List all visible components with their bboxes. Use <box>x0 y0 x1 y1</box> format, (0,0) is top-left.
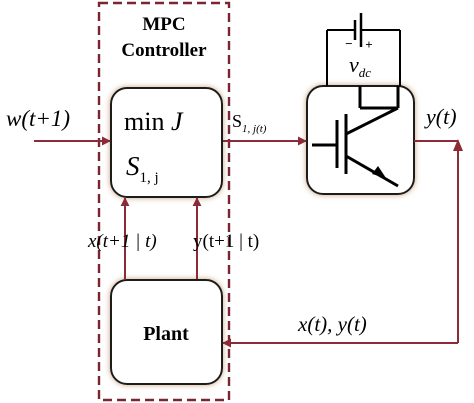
plant-label: Plant <box>143 323 189 345</box>
dc-minus-sign: − <box>345 36 352 51</box>
feedback-signal-label: x(t), y(t) <box>297 312 367 336</box>
dc-source-icon <box>326 13 401 86</box>
reference-signal-label: w(t+1) <box>6 106 70 131</box>
switch-signal-label: S1, j(t) <box>232 111 267 135</box>
optimizer-box <box>110 87 223 198</box>
controller-title-line1: MPC <box>142 14 185 35</box>
output-signal-label: y(t) <box>424 104 457 129</box>
dc-plus-sign: + <box>365 37 372 52</box>
igbt-transistor-icon <box>312 86 400 188</box>
switching-state-label: S1, j <box>126 151 159 186</box>
plant-box <box>110 279 223 385</box>
controller-title-line2: Controller <box>121 40 207 61</box>
dc-voltage-label: vdc <box>349 52 371 80</box>
output-junction-arrow-icon <box>453 139 463 151</box>
mpc-controller-region <box>97 1 231 402</box>
predicted-output-label: y(t+1 | t) <box>193 231 259 252</box>
predicted-state-label: x(t+1 | t) <box>87 231 157 252</box>
emitter-arrow-icon <box>372 166 386 178</box>
cost-function-label: min J <box>124 107 184 136</box>
